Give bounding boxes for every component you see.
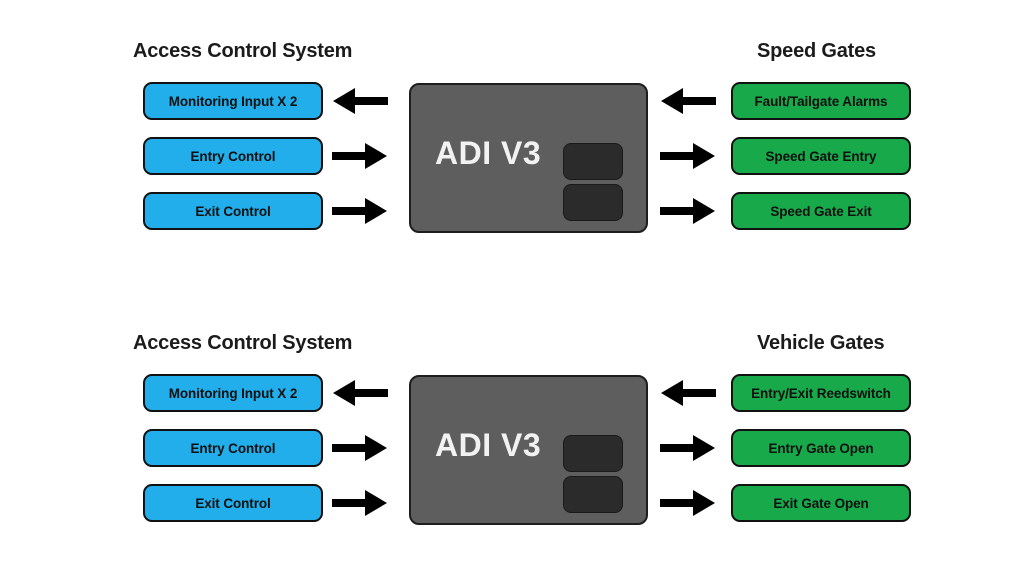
diagram-vehicle-gates: Access Control System Vehicle Gates Moni… xyxy=(0,322,1024,572)
diagram-speed-gates: Access Control System Speed Gates Monito… xyxy=(0,30,1024,280)
device-button-bottom[interactable] xyxy=(563,476,623,513)
node-exit-gate-open[interactable]: Exit Gate Open xyxy=(731,484,911,522)
arrow-right-entry-gate-open xyxy=(659,433,717,463)
arrow-left-monitoring-input xyxy=(331,86,389,116)
arrow-left-monitoring-input xyxy=(331,378,389,408)
arrow-right-speed-gate-exit xyxy=(659,196,717,226)
arrow-left-fault-alarms xyxy=(659,86,717,116)
node-entry-control[interactable]: Entry Control xyxy=(143,429,323,467)
node-speed-gate-entry[interactable]: Speed Gate Entry xyxy=(731,137,911,175)
arrow-right-speed-gate-entry xyxy=(659,141,717,171)
arrow-right-entry-control xyxy=(331,433,389,463)
adi-device: ADI V3 xyxy=(409,375,648,525)
right-heading: Vehicle Gates xyxy=(757,332,885,354)
node-speed-gate-exit[interactable]: Speed Gate Exit xyxy=(731,192,911,230)
node-entry-control[interactable]: Entry Control xyxy=(143,137,323,175)
left-heading: Access Control System xyxy=(133,332,353,354)
arrow-left-entry-exit-reedswitch xyxy=(659,378,717,408)
node-entry-gate-open[interactable]: Entry Gate Open xyxy=(731,429,911,467)
left-heading: Access Control System xyxy=(133,40,353,62)
node-exit-control[interactable]: Exit Control xyxy=(143,484,323,522)
node-monitoring-input[interactable]: Monitoring Input X 2 xyxy=(143,374,323,412)
device-button-top[interactable] xyxy=(563,435,623,472)
device-label: ADI V3 xyxy=(435,135,542,171)
node-exit-control[interactable]: Exit Control xyxy=(143,192,323,230)
arrow-right-exit-control xyxy=(331,488,389,518)
arrow-right-entry-control xyxy=(331,141,389,171)
node-monitoring-input[interactable]: Monitoring Input X 2 xyxy=(143,82,323,120)
node-entry-exit-reedswitch[interactable]: Entry/Exit Reedswitch xyxy=(731,374,911,412)
device-button-top[interactable] xyxy=(563,143,623,180)
device-label: ADI V3 xyxy=(435,427,542,463)
node-fault-tailgate-alarms[interactable]: Fault/Tailgate Alarms xyxy=(731,82,911,120)
arrow-right-exit-control xyxy=(331,196,389,226)
adi-device: ADI V3 xyxy=(409,83,648,233)
arrow-right-exit-gate-open xyxy=(659,488,717,518)
right-heading: Speed Gates xyxy=(757,40,876,62)
device-button-bottom[interactable] xyxy=(563,184,623,221)
